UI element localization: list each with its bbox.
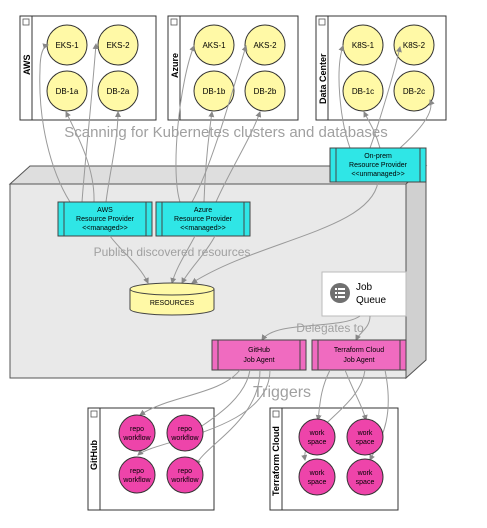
repo-workflow-2-l2: workflow bbox=[170, 435, 199, 442]
workspace-2-l1: work bbox=[357, 430, 373, 437]
node-aks-1-label: AKS-1 bbox=[202, 41, 226, 50]
azure-provider-line2: Resource Provider bbox=[174, 216, 233, 223]
delegate-connectors bbox=[261, 315, 371, 341]
azure-provider-line1: Azure bbox=[194, 207, 212, 214]
github-agent-line1: GitHub bbox=[248, 347, 270, 354]
github-agent-line2: Job Agent bbox=[243, 357, 274, 364]
repo-workflow-3-l1: repo bbox=[130, 468, 144, 475]
repo-workflow-1 bbox=[118, 414, 156, 452]
job-queue-line1: Job bbox=[356, 282, 373, 293]
azure-provider: Azure Resource Provider <<managed>> bbox=[155, 201, 251, 237]
onprem-provider-line2: Resource Provider bbox=[349, 162, 408, 169]
scan-connectors bbox=[39, 43, 435, 203]
publish-connectors bbox=[109, 181, 379, 284]
triggers-annotation: Triggers bbox=[253, 384, 311, 401]
repo-workflow-1-l2: workflow bbox=[122, 435, 151, 442]
onprem-provider: On-prem Resource Provider <<unmanaged>> bbox=[329, 147, 427, 183]
workspace-1-l1: work bbox=[309, 430, 325, 437]
datacenter-region-label: Data Center bbox=[318, 53, 328, 104]
node-db-1b bbox=[193, 70, 235, 112]
node-aks-2-label: AKS-2 bbox=[253, 41, 277, 50]
github-agent: GitHub Job Agent bbox=[211, 339, 307, 371]
workspace-1 bbox=[298, 418, 336, 456]
repo-workflow-2-l1: repo bbox=[178, 426, 192, 433]
publish-annotation: Publish discovered resources bbox=[94, 245, 251, 259]
onprem-provider-line3: <<unmanaged>> bbox=[351, 171, 404, 178]
workspace-3 bbox=[298, 458, 336, 496]
node-db-2b-label: DB-2b bbox=[254, 87, 277, 96]
delegates-annotation: Delegates to bbox=[296, 321, 364, 335]
scanning-annotation: Scanning for Kubernetes clusters and dat… bbox=[64, 124, 388, 141]
workspace-3-l1: work bbox=[309, 470, 325, 477]
terraform-region-label: Terraform Cloud bbox=[271, 426, 281, 496]
workspace-4-l2: space bbox=[356, 479, 375, 486]
node-db-1b-label: DB-1b bbox=[203, 87, 226, 96]
workspace-2-l2: space bbox=[356, 439, 375, 446]
node-eks-1-label: EKS-1 bbox=[55, 41, 79, 50]
node-db-1a bbox=[46, 70, 88, 112]
node-k8s-1-label: K8S-1 bbox=[352, 41, 375, 50]
node-db-2a-label: DB-2a bbox=[107, 87, 130, 96]
node-db-2a bbox=[97, 70, 139, 112]
repo-workflow-4-l2: workflow bbox=[170, 477, 199, 484]
terraform-agent-line1: Terraform Cloud bbox=[334, 347, 384, 354]
node-aks-2 bbox=[244, 24, 286, 66]
workspace-1-l2: space bbox=[308, 439, 327, 446]
node-eks-2-label: EKS-2 bbox=[106, 41, 130, 50]
node-k8s-1 bbox=[342, 24, 384, 66]
aws-region-label: AWS bbox=[22, 54, 32, 75]
job-queue: Job Queue bbox=[321, 271, 407, 317]
repo-workflow-4 bbox=[166, 456, 204, 494]
workspace-3-l2: space bbox=[308, 479, 327, 486]
node-db-2c-label: DB-2c bbox=[403, 87, 425, 96]
terraform-agent: Terraform Cloud Job Agent bbox=[311, 339, 407, 371]
terraform-region: Terraform Cloud bbox=[269, 407, 399, 511]
node-db-1c-label: DB-1c bbox=[352, 87, 374, 96]
node-k8s-2 bbox=[393, 24, 435, 66]
node-k8s-2-label: K8S-2 bbox=[403, 41, 426, 50]
repo-workflow-4-l1: repo bbox=[178, 468, 192, 475]
node-aks-1 bbox=[193, 24, 235, 66]
repo-workflow-1-l1: repo bbox=[130, 426, 144, 433]
node-db-1a-label: DB-1a bbox=[56, 87, 79, 96]
resources-database: RESOURCES bbox=[129, 282, 215, 316]
repo-workflow-3 bbox=[118, 456, 156, 494]
node-db-2c bbox=[393, 70, 435, 112]
workspace-4-l1: work bbox=[357, 470, 373, 477]
node-db-1c bbox=[342, 70, 384, 112]
workspace-2 bbox=[346, 418, 384, 456]
repo-workflow-3-l2: workflow bbox=[122, 477, 151, 484]
aws-provider: AWS Resource Provider <<managed>> bbox=[57, 201, 153, 237]
azure-region-label: Azure bbox=[170, 53, 180, 78]
terraform-agent-line2: Job Agent bbox=[343, 357, 374, 364]
azure-provider-line3: <<managed>> bbox=[180, 225, 226, 232]
resources-label: RESOURCES bbox=[150, 300, 195, 307]
aws-provider-line1: AWS bbox=[97, 207, 113, 214]
aws-provider-line2: Resource Provider bbox=[76, 216, 135, 223]
aws-provider-line3: <<managed>> bbox=[82, 225, 128, 232]
github-region-label: GitHub bbox=[89, 440, 99, 470]
repo-workflow-2 bbox=[166, 414, 204, 452]
job-queue-line2: Queue bbox=[356, 295, 386, 306]
node-db-2b bbox=[244, 70, 286, 112]
workspace-4 bbox=[346, 458, 384, 496]
onprem-provider-line1: On-prem bbox=[364, 153, 392, 160]
